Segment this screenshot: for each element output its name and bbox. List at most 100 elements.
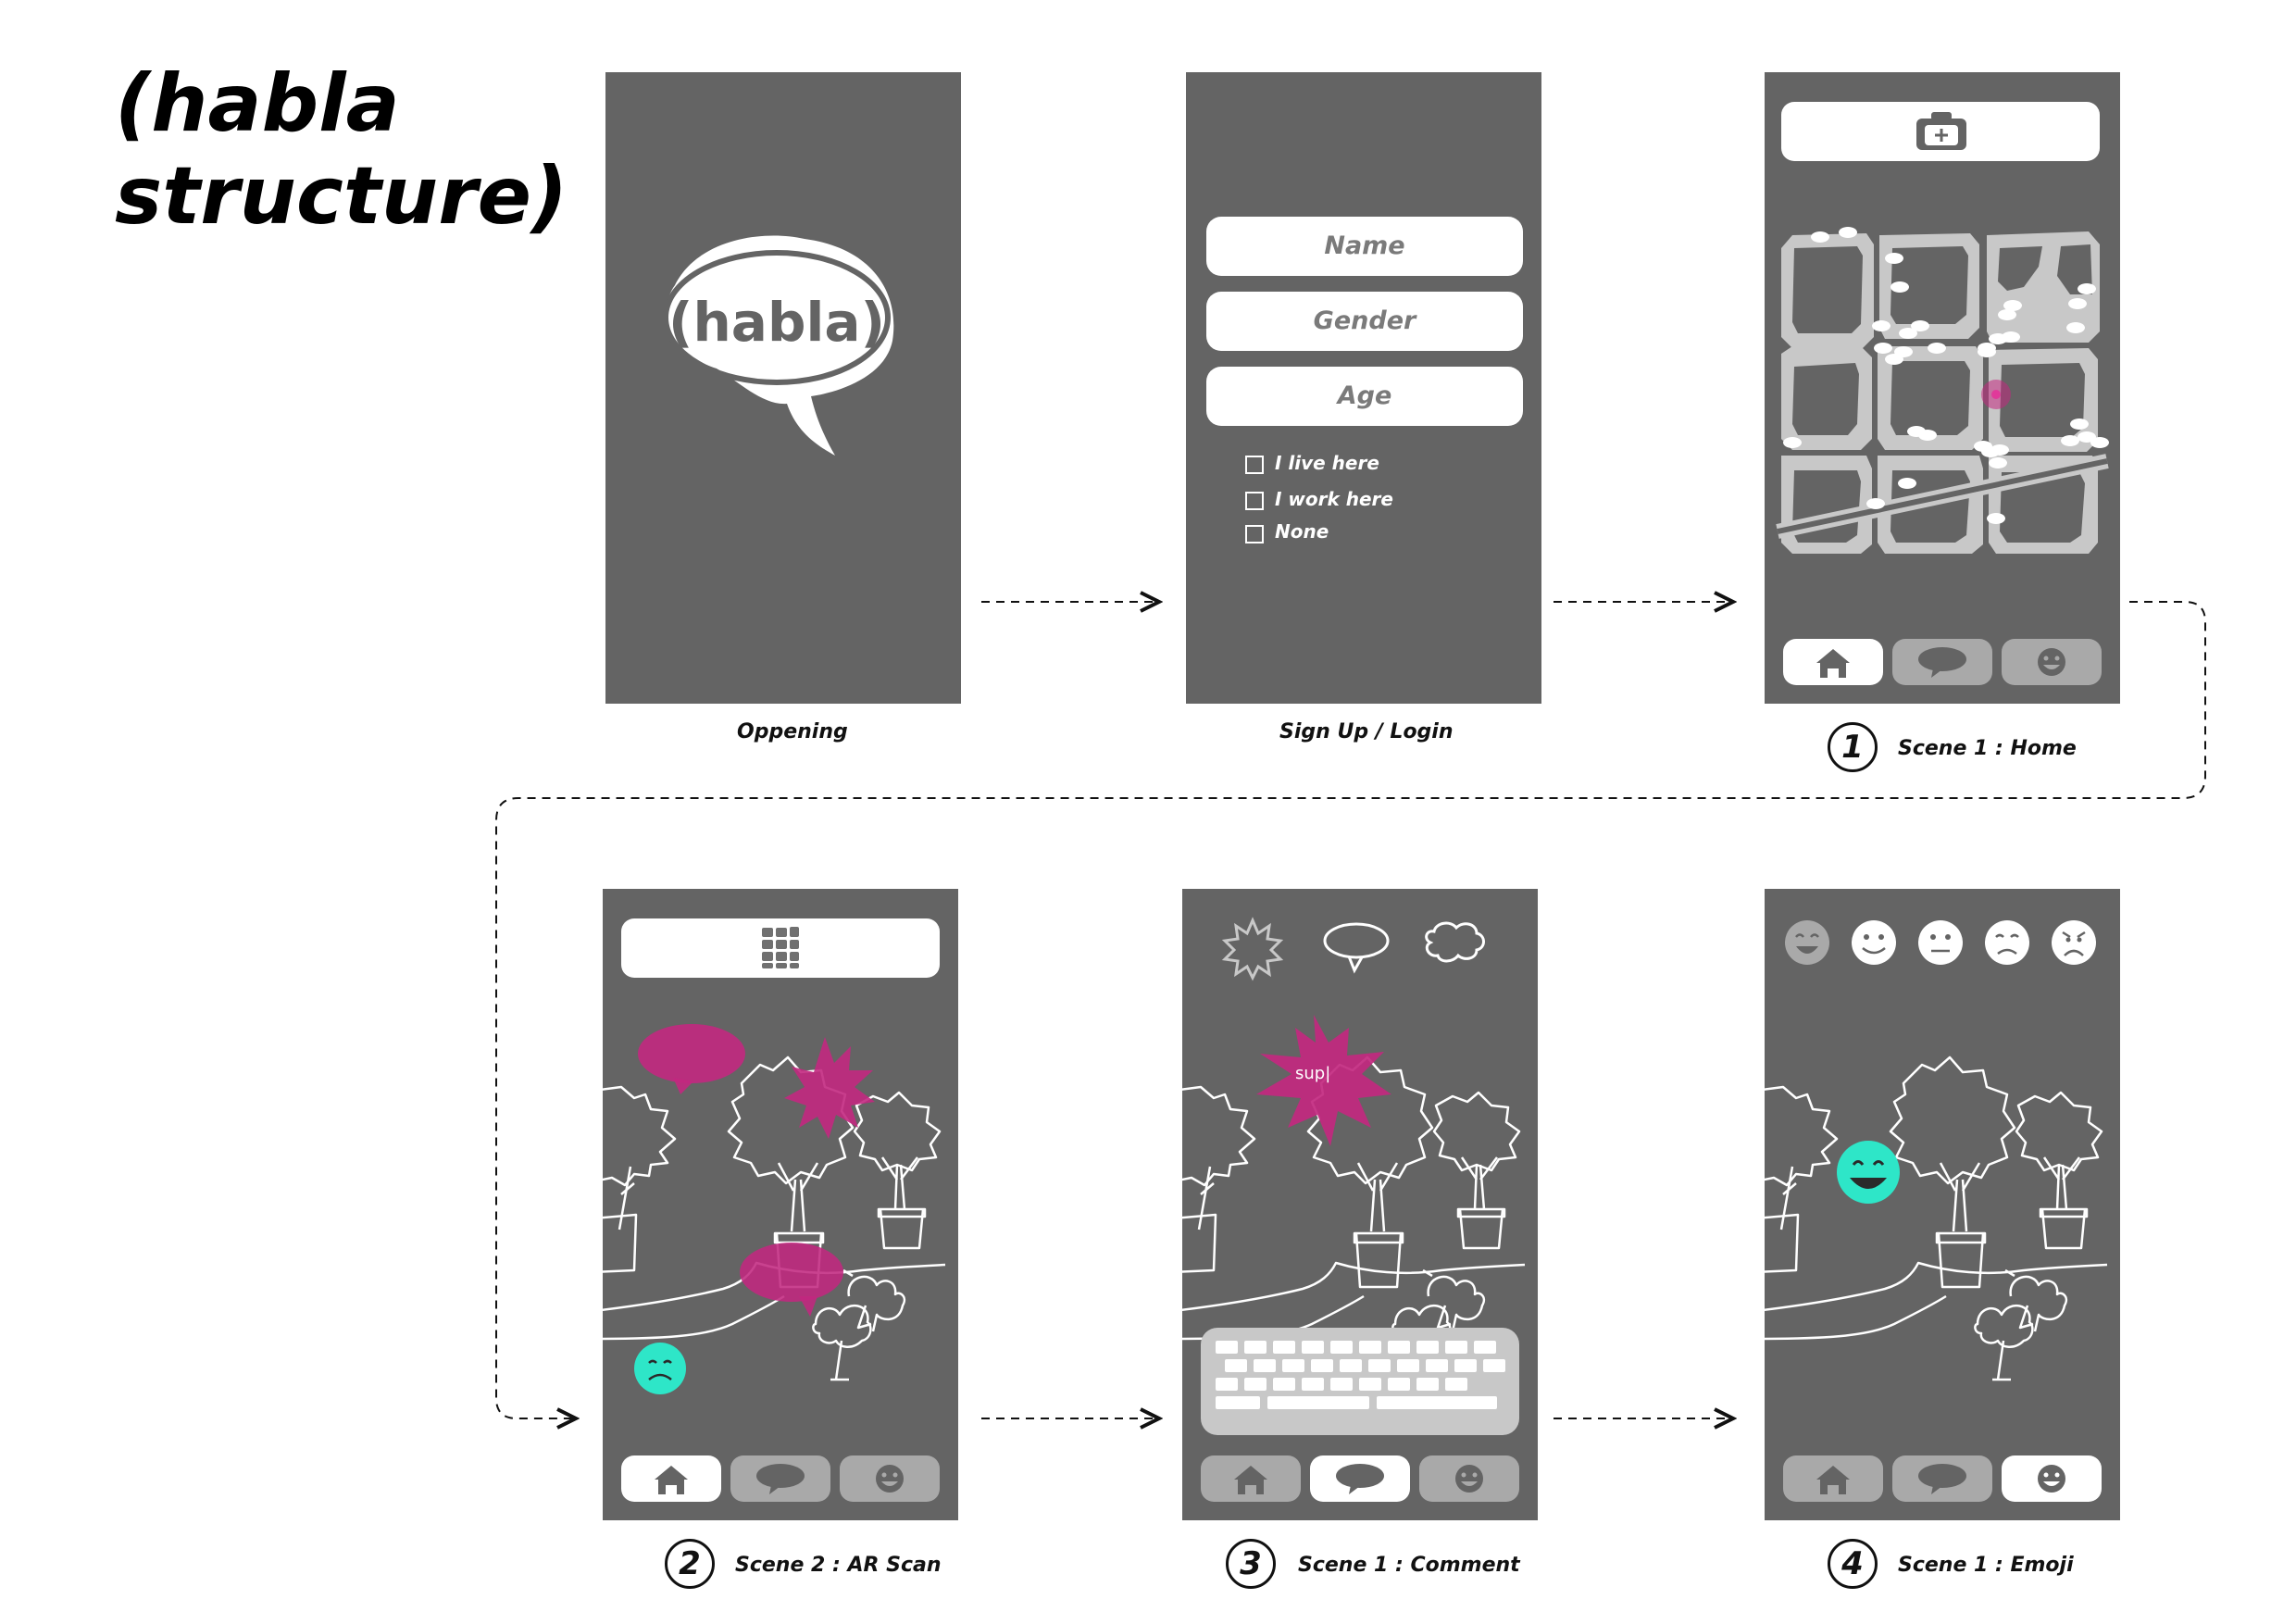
keyboard-key[interactable]: [1225, 1359, 1247, 1372]
checkbox-none-label: None: [1275, 520, 1329, 543]
sad-emoji-marker[interactable]: [634, 1343, 686, 1394]
keyboard-key[interactable]: [1474, 1341, 1496, 1354]
speech-bubble-icon: [1918, 1464, 1966, 1494]
neutral-emoji-icon[interactable]: [1918, 920, 1963, 965]
keyboard-key[interactable]: [1311, 1359, 1333, 1372]
magenta-burst-bubble[interactable]: [784, 1037, 875, 1139]
caption-home: Scene 1 : Home: [1898, 737, 2077, 760]
keyboard-key[interactable]: [1368, 1359, 1391, 1372]
magenta-speech-bubble-2[interactable]: [740, 1243, 843, 1317]
keyboard-key[interactable]: [1254, 1359, 1276, 1372]
habla-logo: (habla): [663, 235, 894, 456]
keyboard-key[interactable]: [1216, 1341, 1238, 1354]
comment-tab-bar: [1201, 1455, 1521, 1502]
tab-emoji[interactable]: [1419, 1455, 1519, 1502]
keyboard-key[interactable]: [1273, 1341, 1295, 1354]
ar-scan-top-bar[interactable]: [621, 918, 940, 978]
map-thumbnail-icon: [762, 927, 799, 968]
keyboard-key[interactable]: [1416, 1378, 1439, 1391]
keyboard-key[interactable]: [1397, 1359, 1419, 1372]
home-tab-bar: [1783, 639, 2103, 685]
keyboard-key[interactable]: [1330, 1341, 1353, 1354]
typed-comment-text[interactable]: sup|: [1295, 1064, 1330, 1083]
keyboard-key[interactable]: [1273, 1378, 1295, 1391]
keyboard-key[interactable]: [1426, 1359, 1448, 1372]
magenta-burst-comment[interactable]: [1256, 1015, 1391, 1146]
tab-emoji[interactable]: [2002, 1455, 2102, 1502]
burst-bubble-icon[interactable]: [1221, 917, 1284, 981]
checkbox-none[interactable]: [1245, 525, 1264, 543]
name-field[interactable]: Name: [1206, 217, 1523, 276]
opening-screen: (habla): [605, 72, 961, 704]
keyboard-key[interactable]: [1216, 1378, 1238, 1391]
keyboard-key[interactable]: [1445, 1378, 1467, 1391]
smiling-emoji-icon[interactable]: [1852, 920, 1896, 965]
keyboard-key[interactable]: [1388, 1341, 1410, 1354]
home-icon: [1816, 1466, 1850, 1494]
smiley-icon: [2038, 648, 2065, 676]
home-icon: [1816, 649, 1850, 678]
tab-emoji[interactable]: [2002, 639, 2102, 685]
step-number-3: 3: [1226, 1539, 1276, 1589]
laughing-emoji-marker[interactable]: [1837, 1141, 1900, 1204]
keyboard-key[interactable]: [1377, 1396, 1497, 1409]
tab-home[interactable]: [1201, 1455, 1301, 1502]
tab-home[interactable]: [1783, 639, 1883, 685]
keyboard-key[interactable]: [1340, 1359, 1362, 1372]
keyboard-key[interactable]: [1244, 1378, 1267, 1391]
home-screen: [1765, 72, 2120, 704]
keyboard-key[interactable]: [1388, 1378, 1410, 1391]
emoji-tab-bar: [1783, 1455, 2103, 1502]
age-field[interactable]: Age: [1206, 367, 1523, 426]
laughing-emoji-icon[interactable]: [1785, 920, 1829, 965]
ar-scan-screen: [603, 889, 958, 1520]
keyboard-key[interactable]: [1330, 1378, 1353, 1391]
tab-comment[interactable]: [730, 1455, 830, 1502]
tab-comment[interactable]: [1892, 1455, 1992, 1502]
tab-emoji[interactable]: [840, 1455, 940, 1502]
gender-field[interactable]: Gender: [1206, 292, 1523, 351]
comment-type-selector: [1221, 917, 1485, 981]
home-icon: [1234, 1466, 1267, 1494]
speech-bubble-outline-icon[interactable]: [1323, 922, 1390, 974]
keyboard-key[interactable]: [1445, 1341, 1467, 1354]
checkbox-work-here[interactable]: [1245, 492, 1264, 510]
keyboard-key[interactable]: [1359, 1341, 1381, 1354]
tab-comment[interactable]: [1892, 639, 1992, 685]
keyboard-key[interactable]: [1302, 1341, 1324, 1354]
caption-comment: Scene 1 : Comment: [1298, 1554, 1520, 1577]
checkbox-live-here[interactable]: [1245, 456, 1264, 474]
step-number-2: 2: [665, 1539, 715, 1589]
magenta-speech-bubble[interactable]: [638, 1024, 745, 1094]
keyboard-key[interactable]: [1267, 1396, 1369, 1409]
tab-home[interactable]: [621, 1455, 721, 1502]
comment-screen: sup|: [1182, 889, 1538, 1520]
logo-text: (habla): [668, 291, 885, 354]
smiley-icon: [876, 1465, 904, 1493]
keyboard-key[interactable]: [1282, 1359, 1304, 1372]
home-icon: [655, 1466, 688, 1494]
thought-bubble-icon[interactable]: [1425, 921, 1485, 963]
checkbox-work-here-label: I work here: [1275, 488, 1393, 510]
keyboard-key[interactable]: [1359, 1378, 1381, 1391]
keyboard-key[interactable]: [1216, 1396, 1260, 1409]
tab-comment[interactable]: [1310, 1455, 1410, 1502]
sad-emoji-icon[interactable]: [1985, 920, 2029, 965]
emoji-selector: [1785, 920, 2096, 965]
arrow-home-to-arscan: [495, 601, 2206, 1418]
home-top-bar[interactable]: [1781, 102, 2100, 161]
speech-bubble-icon: [1336, 1464, 1384, 1494]
campus-map[interactable]: [1765, 72, 2120, 704]
keyboard-key[interactable]: [1244, 1341, 1267, 1354]
keyboard-key[interactable]: [1483, 1359, 1505, 1372]
keyboard-key[interactable]: [1454, 1359, 1477, 1372]
checkbox-live-here-label: I live here: [1275, 452, 1379, 474]
angry-emoji-icon[interactable]: [2052, 920, 2096, 965]
smiley-icon: [1455, 1465, 1483, 1493]
emoji-screen: [1765, 889, 2120, 1520]
on-screen-keyboard[interactable]: [1182, 889, 1538, 1520]
keyboard-key[interactable]: [1416, 1341, 1439, 1354]
keyboard-key[interactable]: [1302, 1378, 1324, 1391]
tab-home[interactable]: [1783, 1455, 1883, 1502]
step-number-4: 4: [1828, 1539, 1878, 1589]
